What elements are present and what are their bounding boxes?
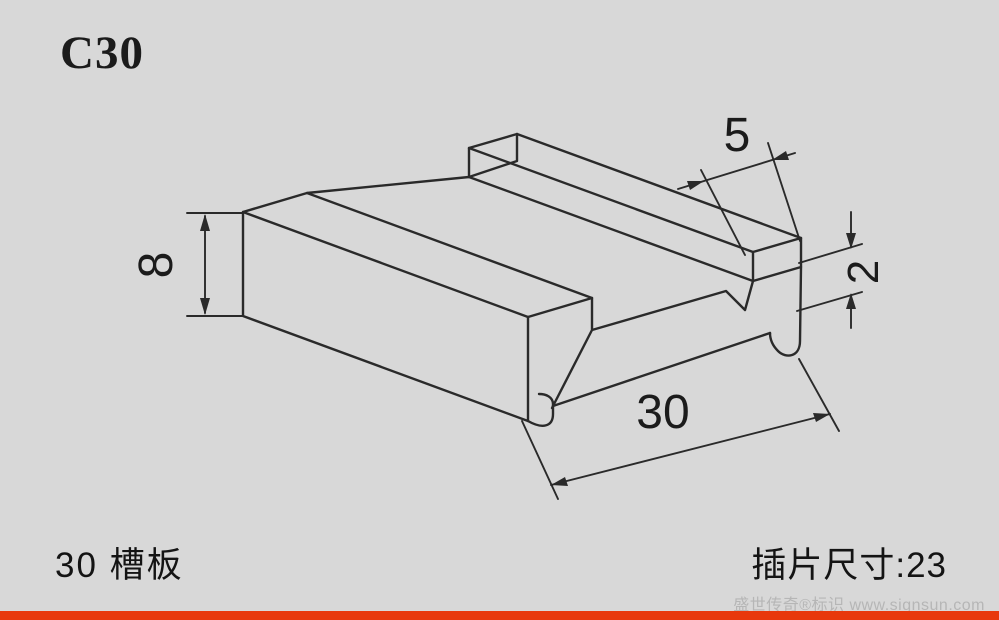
- model-code-label: C30: [60, 27, 144, 79]
- dim-5-label: 5: [724, 109, 751, 162]
- dim-8-label: 8: [130, 252, 183, 279]
- dim-2-arrow-up: [846, 293, 856, 309]
- dim-8-arrow-bottom: [200, 298, 210, 315]
- product-name-label: 30 槽板: [55, 546, 184, 585]
- dimension-slot-height-2: 2: [796, 211, 888, 329]
- front-rail-top-face: [241, 191, 594, 319]
- back-rail-shape: [467, 132, 803, 283]
- dim-8-arrow-top: [200, 214, 210, 231]
- dim-30-arrow-left: [551, 477, 568, 486]
- dim-30-label: 30: [636, 386, 689, 439]
- front-bottom-lip: [526, 392, 555, 427]
- insert-size-label: 插片尺寸:23: [751, 546, 947, 585]
- right-bottom-lip: [768, 265, 803, 357]
- dimension-width-30: 30: [521, 358, 840, 500]
- front-face-edges: [241, 210, 530, 423]
- brand-stripe: [0, 611, 999, 620]
- right-end-cut-edges: [550, 279, 755, 410]
- dim-8-extension-lines: [186, 212, 243, 317]
- dim-30-arrow-right: [813, 413, 830, 422]
- front-rail-and-plate-shape: [241, 175, 803, 427]
- plate-underside-edge: [551, 331, 772, 408]
- back-rail-right-end-edges: [751, 236, 803, 283]
- watermark-text: 盛世传奇®标识 www.signsun.com: [733, 597, 985, 614]
- dim-2-arrow-down: [846, 233, 856, 249]
- back-rail-top-front-edge: [467, 146, 755, 254]
- dim-5-arrow-left: [687, 181, 704, 190]
- dim-2-label: 2: [839, 260, 888, 284]
- dim-30-extension-lines: [521, 358, 840, 500]
- dim-5-arrow-right: [772, 151, 789, 160]
- dimension-height-8: 8: [130, 212, 243, 317]
- plate-left-end-edge: [305, 175, 471, 195]
- dim-30-line: [550, 413, 831, 486]
- dimension-slot-width-5: 5: [677, 109, 801, 256]
- back-rail-left-end-edges: [467, 132, 519, 179]
- back-rail-outline: [467, 132, 803, 283]
